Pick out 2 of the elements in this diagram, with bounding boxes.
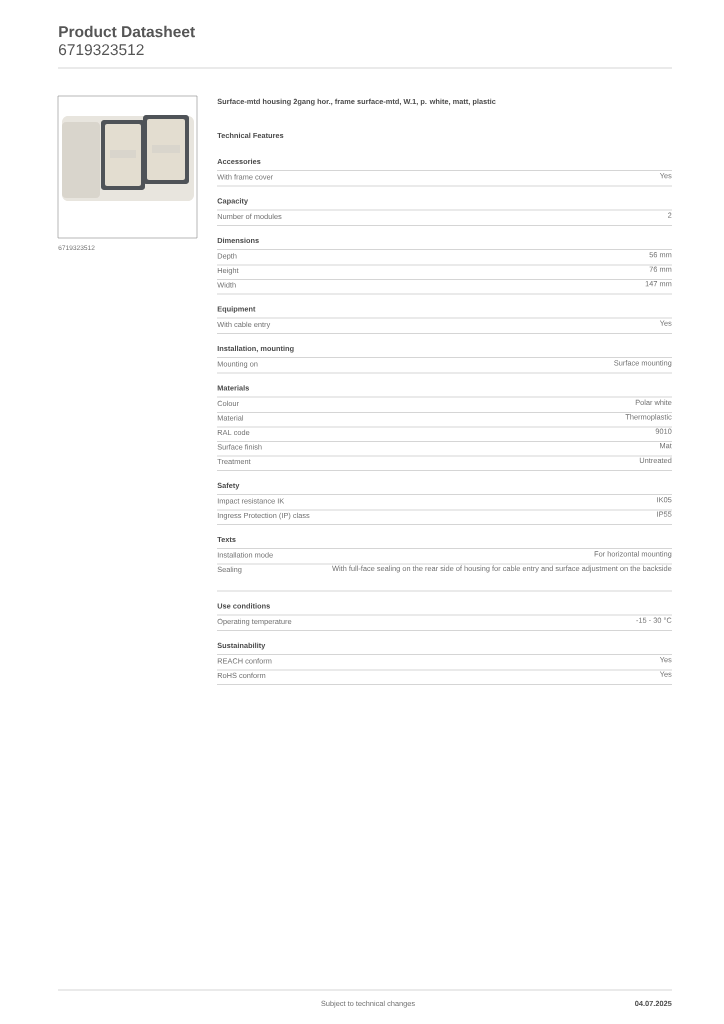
product-number: 6719323512 — [59, 44, 144, 56]
document-title: Product Datasheet — [59, 25, 195, 38]
